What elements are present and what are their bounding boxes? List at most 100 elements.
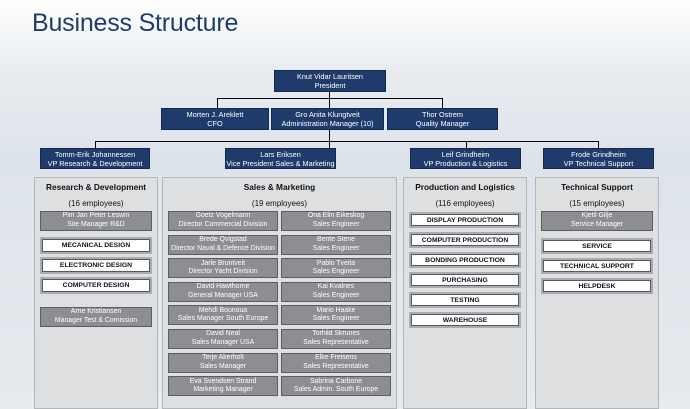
person-role: Sales Engineer [312,291,360,299]
cfo-box: Morten J. Areklett CFO [161,108,269,130]
production-panel: Production and Logistics (116 employees)… [403,177,527,409]
production-unit: PURCHASING [409,272,521,288]
rd-unit-electronic-design: ELECTRONIC DESIGN [40,257,152,274]
person-name: Mario Haake [316,306,356,314]
person-name: Elke Freisens [315,354,357,361]
person-name: Terje Akerholt [202,354,244,361]
person-name: David Neal [206,330,240,338]
support-panel-count: (15 employees) [569,199,625,208]
rd-panel-title: Research & Development [45,182,147,192]
connector-exec-horizontal [217,98,442,99]
rd-unit-mecanical-design: MECANICAL DESIGN [40,237,152,254]
vp-sales-box: Lars Eriksen Vice President Sales & Mark… [225,148,336,169]
president-box: Knut Vidar Lauritsen President [274,70,386,92]
admin-manager-name: Gro Anita Klungtveit [295,110,360,119]
connector-vp-1 [95,141,96,149]
person-role: Director Naval & Defence Division [171,244,275,252]
production-unit: COMPUTER PRODUCTION [409,232,521,248]
connector-exec-right [442,98,443,109]
person-name: Torhild Skrunes [312,330,360,338]
person-role: Site Manager R&D [67,221,125,228]
rd-site-manager: Pim Jan Peter Leswin Site Manager R&D [40,211,152,231]
vp-support-box: Frode Grindheim VP Technical Support [543,148,654,169]
production-panel-title: Production and Logistics [415,182,515,192]
person-name: Pim Jan Peter Leswin [62,212,130,220]
person-role: Sales Engineer [312,244,360,252]
connector-exec-left [217,98,218,109]
person-role: Manager Test & Comission [54,317,138,324]
rd-test-manager: Arne Kristiansen Manager Test & Comissio… [40,307,152,327]
person-role: Sales Admin. South Europe [293,386,379,394]
vp-support-name: Frode Grindheim [571,149,626,159]
vp-sales-role: Vice President Sales & Marketing [226,158,335,168]
person-role: Sales Manager USA [191,339,255,346]
person-name: Goetz Vogelmann [195,212,251,220]
quality-manager-role: Quality Manager [415,119,470,128]
vp-production-box: Leif Grindheim VP Production & Logistics [410,148,521,169]
quality-manager-box: Thor Ostrem Quality Manager [387,108,498,130]
connector-trunk [329,130,330,149]
production-unit: DISPLAY PRODUCTION [409,212,521,228]
vp-rd-box: Tomm-Erik Johannessen VP Research & Deve… [40,148,150,169]
vp-support-role: VP Technical Support [563,158,634,168]
person-role: Sales Engineer [312,315,360,323]
support-unit-technical-support: TECHNICAL SUPPORT [541,258,653,274]
person-name: Kai Kvalnes [317,283,355,291]
production-unit: TESTING [409,292,521,308]
person-role: Director Yacht Division [188,268,258,276]
connector-president-down [329,91,330,109]
quality-manager-name: Thor Ostrem [422,110,463,119]
person-role: Sales Representative [303,362,369,370]
person-role: Director Commercial Division [178,221,268,228]
cfo-role: CFO [207,119,223,128]
president-role: President [314,81,346,90]
person-name: David Hawthorne [196,283,250,291]
admin-manager-role: Administration Manager (10) [281,119,374,128]
person-role: Sales Manager [199,362,247,370]
page-title: Business Structure [32,9,239,37]
person-name: Kjetil Gilje [581,212,613,220]
person-name: Eva Svendsen Strand [189,377,257,385]
vp-production-role: VP Production & Logistics [423,158,508,168]
person-name: Jarle Bruntveit [200,259,246,267]
support-service-manager: Kjetil Gilje Service Manager [541,211,653,231]
person-name: Brede Qvigstad [199,236,247,243]
vp-rd-name: Tomm-Erik Johannessen [54,149,136,159]
vp-rd-role: VP Research & Development [47,158,143,168]
president-name: Knut Vidar Lauritsen [297,72,363,81]
person-role: Sales Engineer [312,221,360,228]
vp-production-name: Leif Grindheim [441,149,490,159]
admin-manager-box: Gro Anita Klungtveit Administration Mana… [271,108,384,130]
vp-sales-name: Lars Eriksen [260,149,301,159]
support-panel: Technical Support (15 employees) Kjetil … [535,177,659,409]
rd-panel: Research & Development (16 employees) Pi… [34,177,158,409]
rd-unit-computer-design: COMPUTER DESIGN [40,277,152,294]
person-name: Mehdi Bounoua [198,306,248,314]
person-name: Pablo Tveita [316,259,356,267]
person-name: Arne Kristiansen [70,308,122,316]
person-role: Sales Representative [303,339,369,346]
cfo-name: Morten J. Areklett [186,110,244,119]
rd-panel-count: (16 employees) [68,199,124,208]
connector-vp-4 [598,141,599,149]
sales-panel: Sales & Marketing (19 employees) Goetz V… [162,177,397,409]
production-unit: BONDING PRODUCTION [409,252,521,268]
production-panel-count: (116 employees) [435,199,495,208]
production-unit: WAREHOUSE [409,312,521,328]
